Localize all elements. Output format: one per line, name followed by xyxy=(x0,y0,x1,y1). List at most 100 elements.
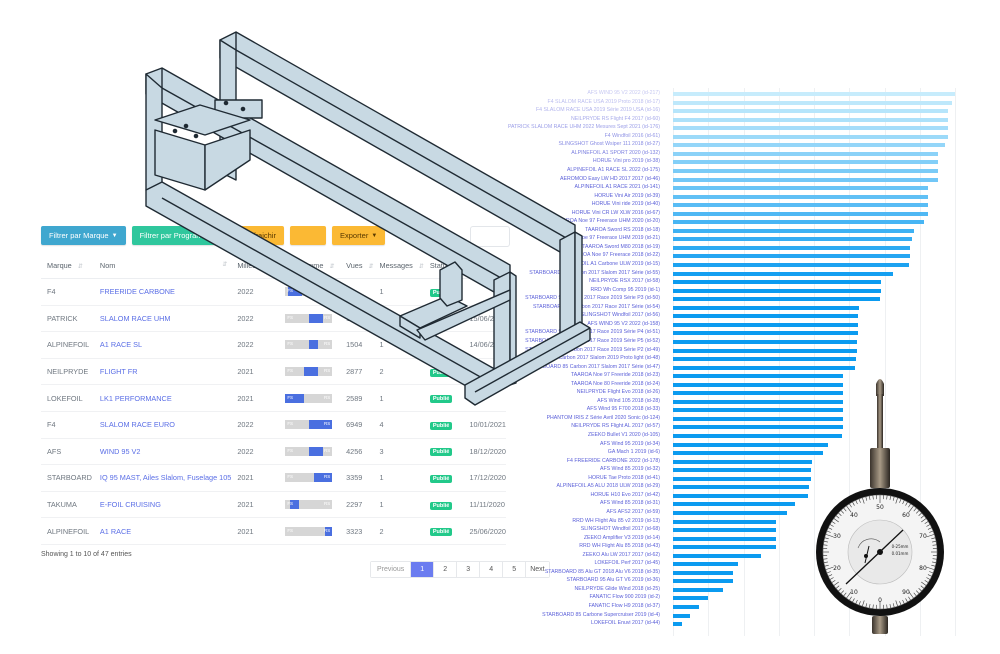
chart-bar[interactable] xyxy=(673,186,928,191)
chart-bar[interactable] xyxy=(673,485,809,490)
table-row[interactable]: LOKEFOIL LK1 PERFORMANCE 2021 FS RS 2589… xyxy=(41,384,506,412)
pagination-page-4[interactable]: 4 xyxy=(479,562,503,577)
chart-bar[interactable] xyxy=(673,545,776,550)
chart-bar[interactable] xyxy=(673,493,809,498)
chart-bar[interactable] xyxy=(673,587,723,592)
column-header-year[interactable]: Millésime⇵ xyxy=(231,253,280,279)
table-row[interactable]: ALPINEFOIL A1 RACE 2021 FS RS 3323 2 Pub… xyxy=(41,517,506,545)
chart-bar[interactable] xyxy=(673,562,739,567)
chart-bar[interactable] xyxy=(673,237,913,242)
table-row[interactable]: F4 SLALOM RACE EURO 2022 FS RS 6949 4 Pu… xyxy=(41,411,506,439)
chart-bar[interactable] xyxy=(673,245,911,250)
chart-bar[interactable] xyxy=(673,331,858,336)
chart-bar[interactable] xyxy=(673,553,761,558)
table-row[interactable]: NEILPRYDE FLIGHT FR 2021 FS RS 2877 2 Pu… xyxy=(41,358,506,386)
chart-bar[interactable] xyxy=(673,596,709,601)
chart-bar[interactable] xyxy=(673,434,843,438)
pagination-page-1[interactable]: 1 xyxy=(410,562,434,577)
chart-bar[interactable] xyxy=(673,570,734,575)
column-header-messages[interactable]: Messages⇵ xyxy=(373,253,424,279)
chart-bar[interactable] xyxy=(673,476,811,481)
chart-bar[interactable] xyxy=(673,613,691,618)
pagination-page-5[interactable]: 5 xyxy=(502,562,526,577)
pagination-next[interactable]: Next xyxy=(525,562,549,577)
hidden-toolbar-button[interactable] xyxy=(289,226,326,245)
product-link[interactable]: A1 RACE xyxy=(99,526,132,536)
column-header-views[interactable]: Vues⇵ xyxy=(340,253,374,279)
column-header-program[interactable]: Programme⇵ xyxy=(279,253,341,279)
chart-bar[interactable] xyxy=(673,442,828,447)
chart-bar[interactable] xyxy=(673,203,928,208)
chart-bar[interactable] xyxy=(673,391,844,396)
table-row[interactable]: PATRICK SLALOM RACE UHM 2022 FS RS 1435 … xyxy=(41,305,506,333)
chart-bar[interactable] xyxy=(673,228,914,233)
pagination-page-3[interactable]: 3 xyxy=(456,562,480,577)
chart-bar[interactable] xyxy=(673,622,682,627)
chart-bar[interactable] xyxy=(673,357,857,362)
chart-bar[interactable] xyxy=(673,605,699,609)
chart-bar[interactable] xyxy=(673,143,945,148)
chart-bar[interactable] xyxy=(673,263,909,267)
chart-bar[interactable] xyxy=(673,519,777,524)
chart-bar[interactable] xyxy=(673,151,938,156)
chart-bar[interactable] xyxy=(673,126,949,131)
filter-brand-button[interactable]: Filtrer par Marque▼ xyxy=(41,226,126,245)
chart-bar[interactable] xyxy=(673,211,928,216)
chart-bar[interactable] xyxy=(673,168,938,173)
product-link[interactable]: SLALOM RACE EURO xyxy=(99,420,175,430)
column-header-status[interactable]: Statut xyxy=(423,253,464,279)
column-header-name[interactable]: Nom⇵ xyxy=(93,253,232,279)
filter-program-button[interactable]: Filtrer par Programme▼ xyxy=(131,226,230,245)
chart-bar[interactable] xyxy=(673,134,949,139)
table-row[interactable]: STARBOARD IQ 95 MAST, Ailes Slalom, Fuse… xyxy=(41,464,506,492)
chart-bar[interactable] xyxy=(673,271,894,276)
chart-bar[interactable] xyxy=(673,288,882,293)
chart-bar[interactable] xyxy=(673,416,844,421)
chart-bar[interactable] xyxy=(673,348,858,353)
chart-bar[interactable] xyxy=(673,100,952,105)
table-row[interactable]: ALPINEFOIL A1 RACE SL 2022 FS RS 1504 1 … xyxy=(41,331,506,359)
chart-bar[interactable] xyxy=(673,459,812,464)
refresh-button[interactable]: Rafraichir xyxy=(235,226,284,245)
chart-bar[interactable] xyxy=(673,579,733,584)
chart-bar[interactable] xyxy=(673,314,858,319)
chart-bar[interactable] xyxy=(673,510,787,515)
chart-bar[interactable] xyxy=(673,536,776,541)
chart-bar[interactable] xyxy=(673,365,856,370)
chart-bar[interactable] xyxy=(673,528,777,533)
chart-bar[interactable] xyxy=(673,194,928,199)
pagination-previous[interactable]: Previous xyxy=(371,562,411,577)
chart-bar[interactable] xyxy=(673,468,812,473)
product-link[interactable]: A1 RACE SL xyxy=(99,340,143,350)
chart-bar[interactable] xyxy=(673,305,859,310)
chart-bar[interactable] xyxy=(673,297,881,302)
table-row[interactable]: AFS WIND 95 V2 2022 FS RS 4256 3 Publié … xyxy=(41,438,506,466)
chart-bar[interactable] xyxy=(673,502,796,507)
chart-bar[interactable] xyxy=(673,254,911,259)
product-link[interactable]: SLALOM RACE UHM xyxy=(99,313,171,323)
pagination-page-2[interactable]: 2 xyxy=(433,562,457,577)
chart-bar[interactable] xyxy=(673,339,858,344)
product-link[interactable]: E-FOIL CRUISING xyxy=(99,500,161,510)
chart-bar[interactable] xyxy=(673,280,882,285)
chart-bar[interactable] xyxy=(673,425,844,430)
chart-bar[interactable] xyxy=(673,220,925,225)
chart-bar[interactable] xyxy=(673,399,844,404)
product-link[interactable]: FLIGHT FR xyxy=(99,367,138,377)
chart-bar[interactable] xyxy=(673,451,823,456)
chart-bar[interactable] xyxy=(673,177,938,182)
chart-bar[interactable] xyxy=(673,322,858,327)
table-row[interactable]: F4 FREERIDE CARBONE 2022 FS RS 1 Publié xyxy=(41,278,506,306)
chart-bar[interactable] xyxy=(673,374,844,379)
product-link[interactable]: FREERIDE CARBONE xyxy=(99,287,175,297)
chart-bar[interactable] xyxy=(673,117,949,122)
product-link[interactable]: LK1 PERFORMANCE xyxy=(99,393,172,403)
table-row[interactable]: TAKUMA E-FOIL CRUISING 2021 FS RS 2297 1… xyxy=(41,491,506,519)
export-button[interactable]: Exporter▼ xyxy=(331,226,386,245)
chart-bar[interactable] xyxy=(673,382,844,387)
chart-bar[interactable] xyxy=(673,109,949,114)
chart-bar[interactable] xyxy=(673,408,844,413)
product-link[interactable]: WIND 95 V2 xyxy=(99,446,141,456)
chart-bar[interactable] xyxy=(673,160,938,165)
product-link[interactable]: IQ 95 MAST, Ailes Slalom, Fuselage 105 xyxy=(99,473,232,483)
